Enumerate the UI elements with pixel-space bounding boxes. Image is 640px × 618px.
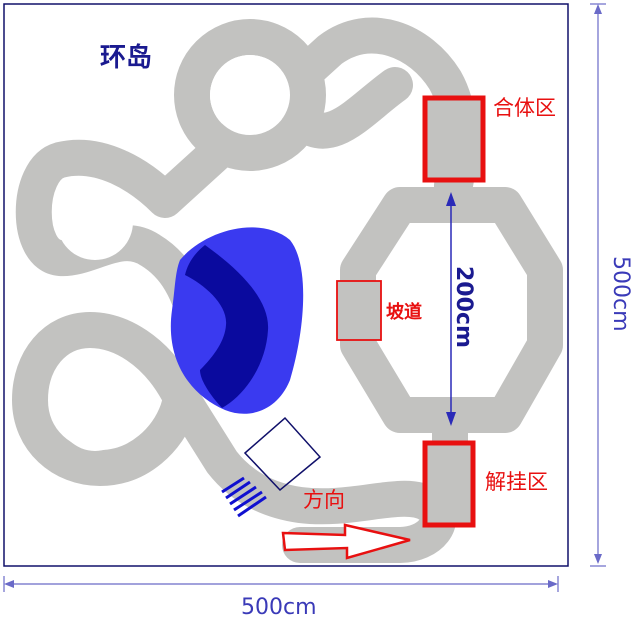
- roundabout-hole: [210, 55, 290, 135]
- track-main-path: [12, 17, 478, 563]
- roundabout-label: 环岛: [100, 42, 152, 73]
- height-dimension-label: 500cm: [608, 256, 633, 332]
- direction-arrow: [281, 523, 411, 560]
- merge-zone-label: 合体区: [493, 96, 556, 120]
- water-area-dark: [185, 245, 269, 408]
- roundabout-loop: [174, 19, 326, 171]
- width-dimension-line: [3, 576, 559, 592]
- height-dimension-line: [590, 3, 606, 567]
- width-dimension-label: 500cm: [241, 595, 317, 618]
- merge-zone-box: [422, 95, 486, 183]
- start-stripes: [221, 476, 267, 518]
- checkpoint-square: [243, 416, 322, 492]
- left-upper-loop-hole: [57, 184, 133, 260]
- inner-dimension-label: 200cm: [451, 266, 476, 348]
- roundabout-connector: [282, 67, 413, 149]
- direction-label: 方向: [303, 488, 345, 512]
- release-zone-box: [422, 440, 476, 528]
- release-zone-label: 解挂区: [485, 470, 548, 494]
- ramp-box: [336, 280, 382, 341]
- ramp-label: 坡道: [386, 301, 422, 323]
- inner-dimension-line: [446, 192, 456, 426]
- left-lower-loop-hole: [59, 379, 131, 451]
